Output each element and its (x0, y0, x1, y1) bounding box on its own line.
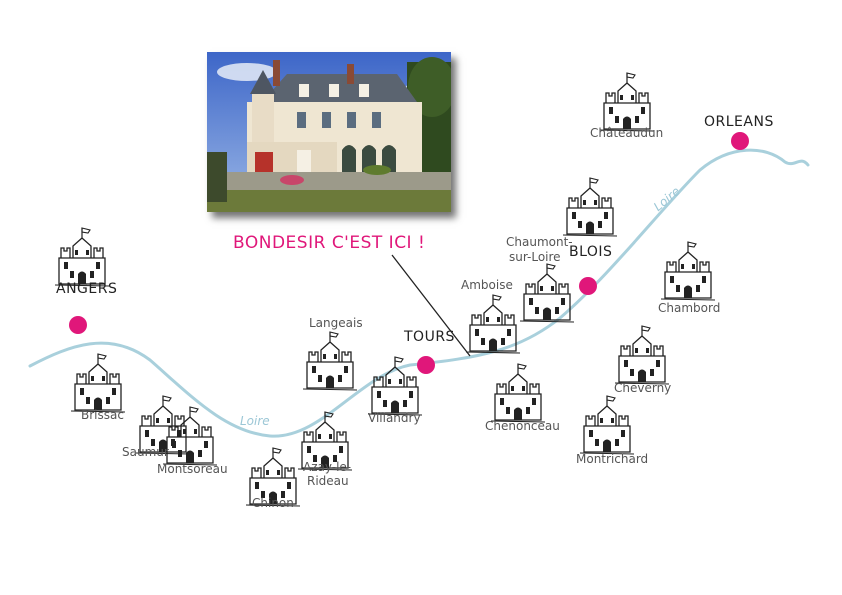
castle-label-amboise: Amboise (461, 278, 513, 292)
castle-label-chaumont-2: sur-Loire (509, 250, 561, 264)
city-label-blois: BLOIS (569, 244, 613, 260)
castle-icon (490, 363, 546, 423)
castle-label-montsoreau: Montsoreau (157, 462, 228, 476)
castle-label-cheverny: Cheverny (614, 381, 672, 395)
city-marker-icon (417, 356, 435, 374)
city-marker-icon (579, 277, 597, 295)
city-marker-icon (731, 132, 749, 150)
castle-icon (579, 395, 635, 455)
castle-label-villandry: Villandry (368, 411, 421, 425)
headline: BONDESIR C'EST ICI ! (233, 233, 426, 253)
castle-label-azay-1: Azay-le- (303, 460, 352, 474)
city-label-tours: TOURS (404, 329, 455, 345)
castle-icon (614, 325, 670, 385)
castle-icon (162, 406, 218, 466)
castle-label-chateaudun: Châteaudun (590, 126, 664, 140)
castle-icon (599, 72, 655, 132)
castle-label-saumur: Saumur (122, 445, 169, 459)
castle-icon (562, 177, 618, 237)
castle-label-chenonceau: Chenonceau (485, 419, 560, 433)
castle-label-langeais: Langeais (309, 316, 363, 330)
city-marker-icon (69, 316, 87, 334)
loire-river (28, 148, 810, 438)
castle-label-azay-2: Rideau (307, 474, 349, 488)
castle-label-chinon: Chinon (252, 496, 294, 510)
city-label-angers: ANGERS (56, 281, 118, 297)
pointer-line (391, 254, 471, 357)
castle-icon (660, 241, 716, 301)
castle-label-brissac: Brissac (81, 408, 124, 422)
hotel-photo (207, 52, 451, 212)
castle-label-montrichard: Montrichard (576, 452, 649, 466)
castle-icon (302, 331, 358, 391)
river-label: Loire (240, 414, 270, 428)
castle-icon (54, 227, 110, 287)
castle-icon (70, 353, 126, 413)
city-label-orleans: ORLEANS (704, 114, 774, 130)
castle-label-chaumont-1: Chaumont- (506, 235, 573, 249)
castle-label-chambord: Chambord (658, 301, 721, 315)
